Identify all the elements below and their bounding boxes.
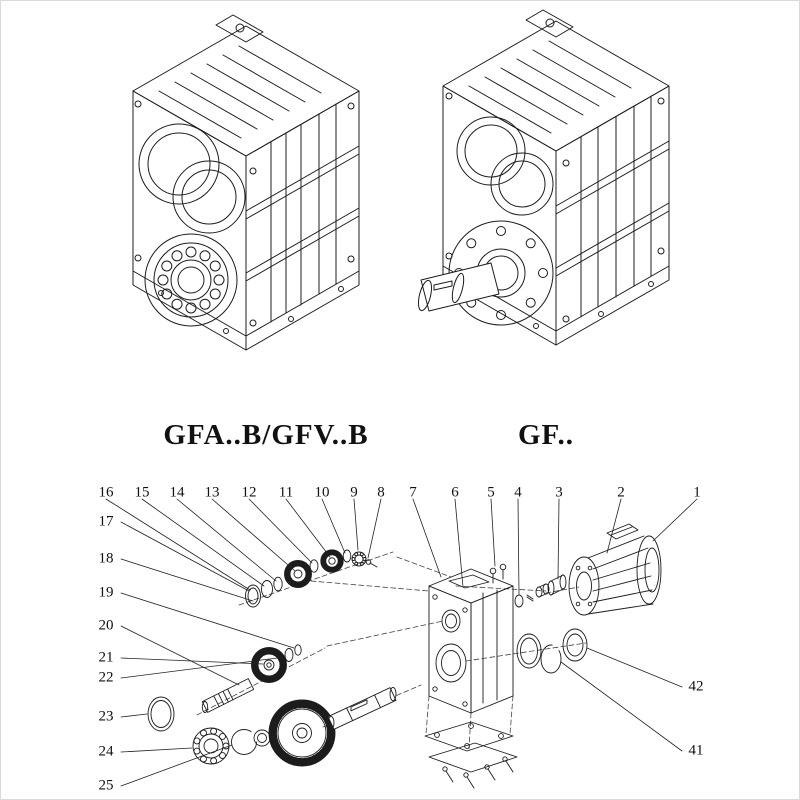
callout-20: 20 (98, 617, 114, 634)
construction-lines (196, 551, 587, 750)
housing-screws (134, 100, 355, 327)
callout-5: 5 (487, 484, 495, 501)
callout-42: 42 (688, 678, 704, 695)
callout-17: 17 (98, 513, 114, 530)
callout-14: 14 (169, 484, 185, 501)
leader-lines (105, 498, 698, 787)
model-label-right: GF.. (517, 419, 575, 451)
input-shaft-parts (245, 549, 378, 608)
input-bores (138, 123, 246, 234)
model-label-left: GFA..B/GFV..B (163, 419, 369, 451)
output-rings (514, 574, 588, 674)
callout-1: 1 (693, 484, 701, 501)
gearbox-right-drawing (417, 9, 670, 346)
callout-18: 18 (98, 550, 114, 567)
exploded-view-drawing (147, 523, 662, 789)
output-bearing (144, 233, 238, 327)
callout-9: 9 (350, 484, 358, 501)
callout-16: 16 (98, 484, 114, 501)
cooling-fins (468, 40, 632, 134)
input-bores (456, 116, 554, 216)
cooling-fins (158, 45, 322, 139)
callout-23: 23 (98, 708, 114, 725)
callout-22: 22 (98, 669, 114, 686)
housing (428, 563, 514, 714)
callout-19: 19 (98, 584, 114, 601)
callout-11: 11 (278, 484, 294, 501)
callout-3: 3 (555, 484, 563, 501)
motor (568, 523, 662, 616)
callout-21: 21 (98, 649, 114, 666)
callout-13: 13 (204, 484, 220, 501)
lifting-eye-hole (545, 18, 555, 28)
callout-6: 6 (451, 484, 459, 501)
callout-10: 10 (314, 484, 330, 501)
lifting-eye-hole (235, 23, 245, 33)
callout-7: 7 (409, 484, 417, 501)
bottom-cover (424, 721, 518, 789)
side-ribs (555, 95, 670, 318)
intermediate-shaft-parts (147, 644, 302, 732)
callout-12: 12 (241, 484, 257, 501)
output-shaft-parts (192, 686, 397, 767)
gearbox-left-drawing (132, 14, 360, 351)
callout-8: 8 (377, 484, 385, 501)
output-shaft (417, 262, 500, 312)
callout-24: 24 (98, 743, 114, 760)
callout-25: 25 (98, 777, 114, 794)
housing-screws (445, 92, 665, 323)
callout-15: 15 (134, 484, 150, 501)
side-ribs (245, 103, 360, 323)
callout-41: 41 (688, 742, 704, 759)
callout-4: 4 (514, 484, 522, 501)
callout-2: 2 (617, 484, 625, 501)
